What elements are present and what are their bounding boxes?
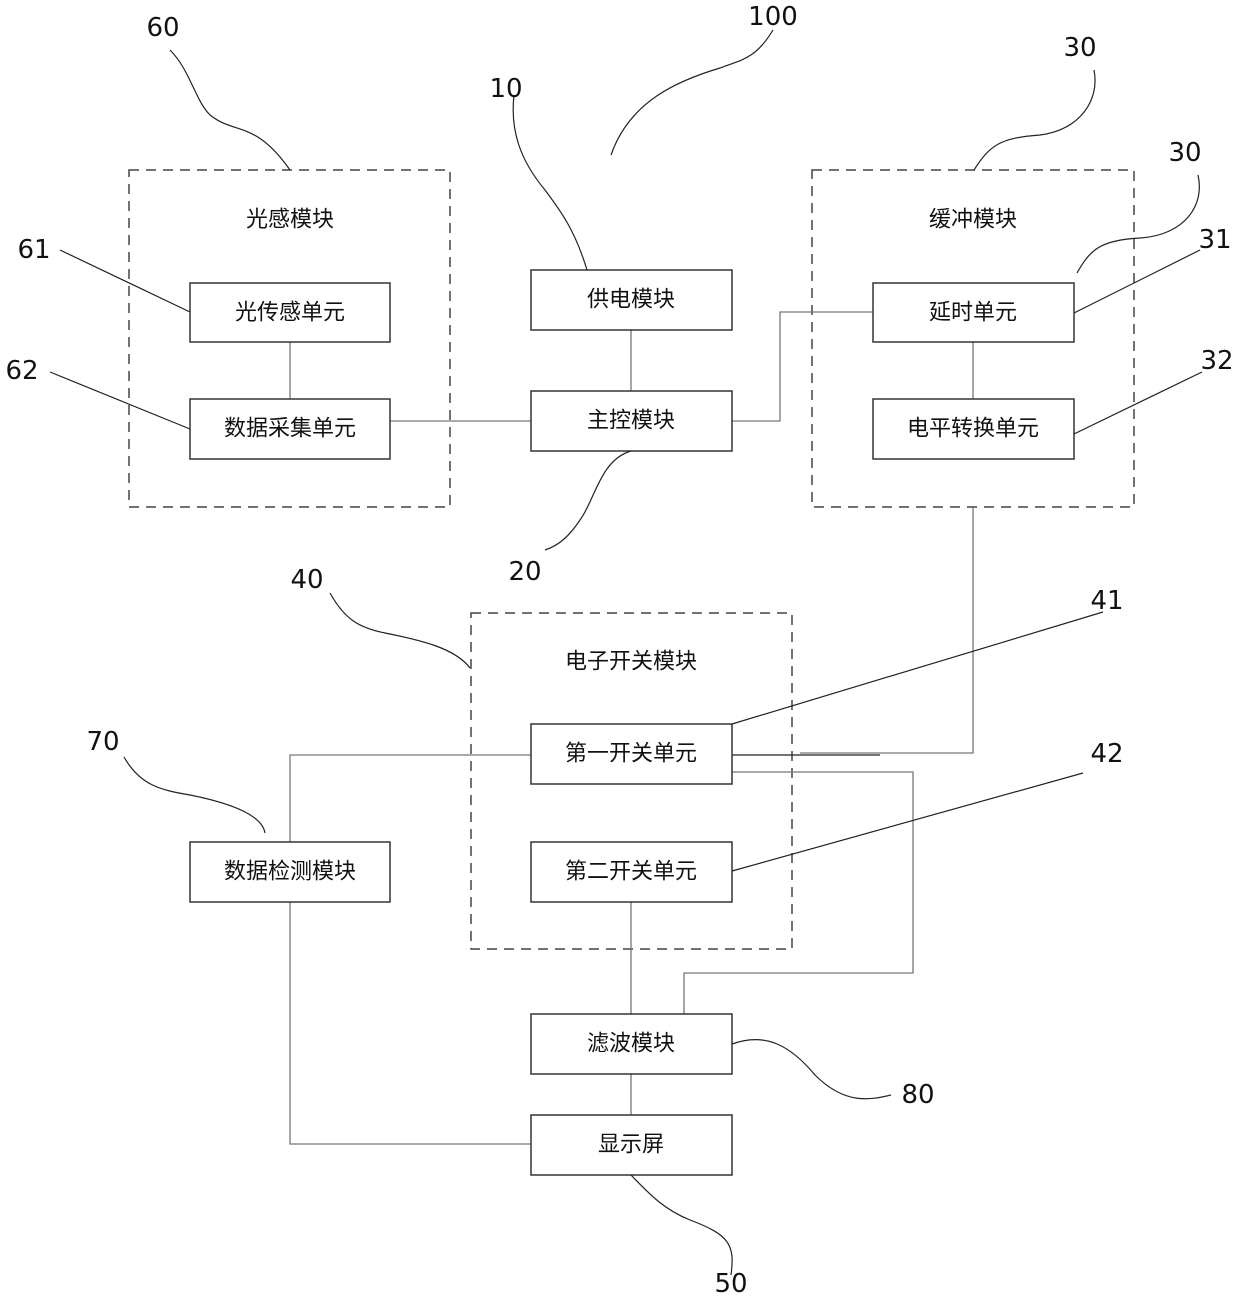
leader-32 bbox=[1074, 372, 1202, 434]
main-control-module-block: 主控模块 bbox=[531, 391, 732, 451]
light-sensor-unit-block: 光传感单元 bbox=[190, 283, 390, 342]
leader-70 bbox=[124, 757, 265, 833]
first-switch-unit-label: 第一开关单元 bbox=[565, 742, 697, 767]
leader-80 bbox=[732, 1040, 891, 1099]
leader-20 bbox=[545, 451, 631, 550]
leader-100 bbox=[611, 30, 773, 155]
leader-40 bbox=[330, 593, 470, 668]
leader-62 bbox=[50, 372, 190, 429]
wire-buffer-to-first-switch bbox=[800, 507, 973, 753]
leader-61 bbox=[60, 250, 190, 312]
ref-60: 60 bbox=[146, 13, 179, 43]
main-control-module-label: 主控模块 bbox=[587, 409, 675, 434]
data-detection-module-label: 数据检测模块 bbox=[224, 860, 356, 885]
delay-unit-label: 延时单元 bbox=[929, 301, 1017, 326]
light-sensing-module-title: 光感模块 bbox=[246, 208, 334, 233]
light-sensor-unit-label: 光传感单元 bbox=[235, 301, 345, 326]
ref-70: 70 bbox=[86, 727, 119, 757]
ref-10: 10 bbox=[489, 74, 522, 104]
ref-40: 40 bbox=[290, 565, 323, 595]
leader-30-group bbox=[974, 70, 1095, 170]
electronic-switch-module-title: 电子开关模块 bbox=[565, 650, 697, 675]
ref-41: 41 bbox=[1090, 586, 1123, 616]
ref-80: 80 bbox=[901, 1080, 934, 1110]
buffer-module-title: 缓冲模块 bbox=[929, 208, 1017, 233]
first-switch-unit-block: 第一开关单元 bbox=[531, 724, 732, 784]
power-module-block: 供电模块 bbox=[531, 270, 732, 330]
ref-62: 62 bbox=[5, 356, 38, 386]
ref-32: 32 bbox=[1200, 346, 1233, 376]
ref-42: 42 bbox=[1090, 739, 1123, 769]
leader-60 bbox=[170, 50, 290, 170]
level-conversion-unit-block: 电平转换单元 bbox=[873, 399, 1074, 459]
data-detection-module-block: 数据检测模块 bbox=[190, 842, 390, 902]
leader-30-inner bbox=[1077, 175, 1199, 273]
wire-first-switch-to-data-detection bbox=[290, 755, 531, 842]
delay-unit-block: 延时单元 bbox=[873, 283, 1074, 342]
ref-30-inner: 30 bbox=[1168, 138, 1201, 168]
display-screen-label: 显示屏 bbox=[598, 1133, 664, 1158]
leader-10 bbox=[513, 95, 587, 270]
display-screen-block: 显示屏 bbox=[531, 1115, 732, 1175]
filter-module-label: 滤波模块 bbox=[587, 1032, 675, 1057]
data-acquisition-unit-label: 数据采集单元 bbox=[224, 417, 356, 442]
leader-31 bbox=[1074, 250, 1200, 313]
leader-42 bbox=[732, 773, 1083, 871]
power-module-label: 供电模块 bbox=[587, 288, 675, 313]
ref-50: 50 bbox=[714, 1269, 747, 1299]
leader-41 bbox=[732, 612, 1103, 724]
leader-50 bbox=[631, 1175, 732, 1275]
level-conversion-unit-label: 电平转换单元 bbox=[907, 417, 1039, 442]
filter-module-block: 滤波模块 bbox=[531, 1014, 732, 1074]
wire-data-detection-to-display bbox=[290, 902, 531, 1144]
ref-31: 31 bbox=[1198, 225, 1231, 255]
second-switch-unit-label: 第二开关单元 bbox=[565, 860, 697, 885]
ref-20: 20 bbox=[508, 557, 541, 587]
second-switch-unit-block: 第二开关单元 bbox=[531, 842, 732, 902]
ref-100: 100 bbox=[748, 2, 798, 32]
data-acquisition-unit-block: 数据采集单元 bbox=[190, 399, 390, 459]
ref-30-group: 30 bbox=[1063, 33, 1096, 63]
ref-61: 61 bbox=[17, 235, 50, 265]
wire-main-control-to-delay bbox=[732, 312, 873, 421]
